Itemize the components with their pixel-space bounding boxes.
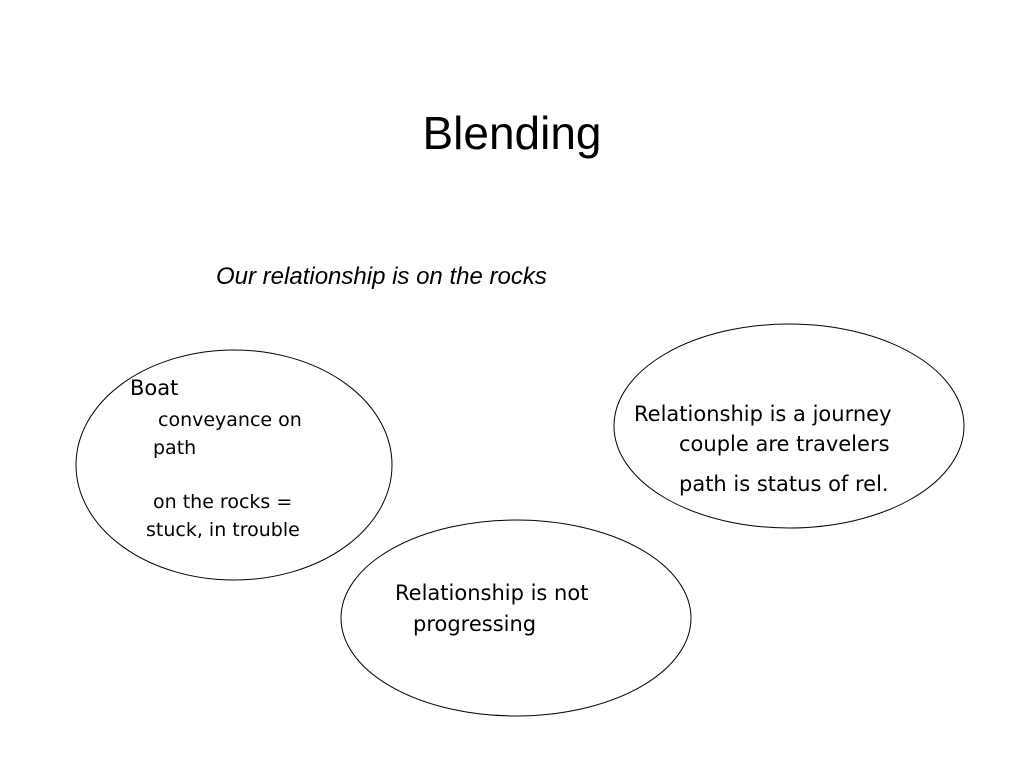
left-oval-line: path [153, 437, 197, 459]
blended-space-oval [340, 519, 692, 717]
example-sentence: Our relationship is on the rocks [216, 263, 547, 290]
left-oval-line: on the rocks = [153, 491, 293, 513]
right-oval-heading: Relationship is a journey [634, 402, 892, 426]
left-oval-line: conveyance on [158, 409, 302, 431]
blended-oval-line: progressing [413, 612, 537, 636]
right-oval-line: couple are travelers [679, 432, 890, 456]
left-oval-line: stuck, in trouble [146, 519, 300, 541]
right-oval-line: path is status of rel. [679, 472, 889, 496]
input-space-oval-left [75, 349, 393, 581]
slide-title: Blending [422, 107, 602, 159]
blended-oval-line: Relationship is not [395, 581, 589, 605]
left-oval-heading: Boat [130, 376, 179, 400]
input-space-oval-right [613, 323, 965, 529]
